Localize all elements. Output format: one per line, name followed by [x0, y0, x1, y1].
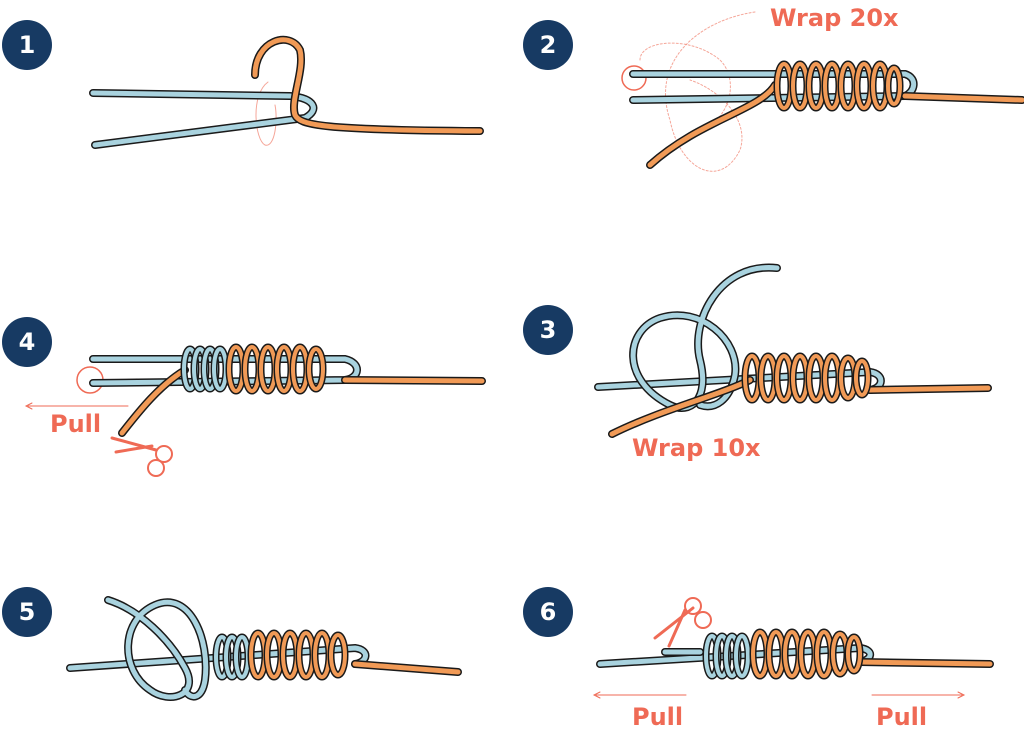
guide-loop: [255, 81, 277, 146]
scissors-icon: [110, 436, 173, 477]
pull-arrow-icon: [871, 691, 966, 699]
step-number: 2: [539, 31, 557, 59]
pull-label-step-4: Pull: [50, 410, 102, 438]
step-6-badge: 6: [523, 587, 573, 637]
step-6-illustration: [592, 597, 994, 699]
pull-arrow-icon: [24, 402, 129, 410]
step-number: 3: [539, 316, 557, 344]
step-number: 1: [18, 31, 36, 59]
step-1-badge: 1: [2, 20, 52, 70]
step-4-illustration: [24, 343, 486, 477]
step-3-badge: 3: [523, 305, 573, 355]
step-number: 5: [18, 598, 36, 626]
step-3-illustration: [594, 263, 992, 438]
step-1-illustration: [89, 35, 484, 149]
step-2-illustration: [621, 11, 1024, 172]
step-number: 6: [539, 598, 557, 626]
step-5-illustration: [66, 596, 462, 701]
step-number: 4: [18, 328, 36, 356]
wrap-20x-label: Wrap 20x: [770, 4, 899, 32]
step-4-badge: 4: [2, 317, 52, 367]
wrap-10x-label: Wrap 10x: [632, 434, 761, 462]
step-2-badge: 2: [523, 20, 573, 70]
step-5-badge: 5: [2, 587, 52, 637]
scissors-icon: [653, 597, 712, 648]
pull-arrow-icon: [592, 691, 687, 699]
pull-label-step-6-left: Pull: [632, 703, 684, 731]
pull-label-step-6-right: Pull: [876, 703, 928, 731]
